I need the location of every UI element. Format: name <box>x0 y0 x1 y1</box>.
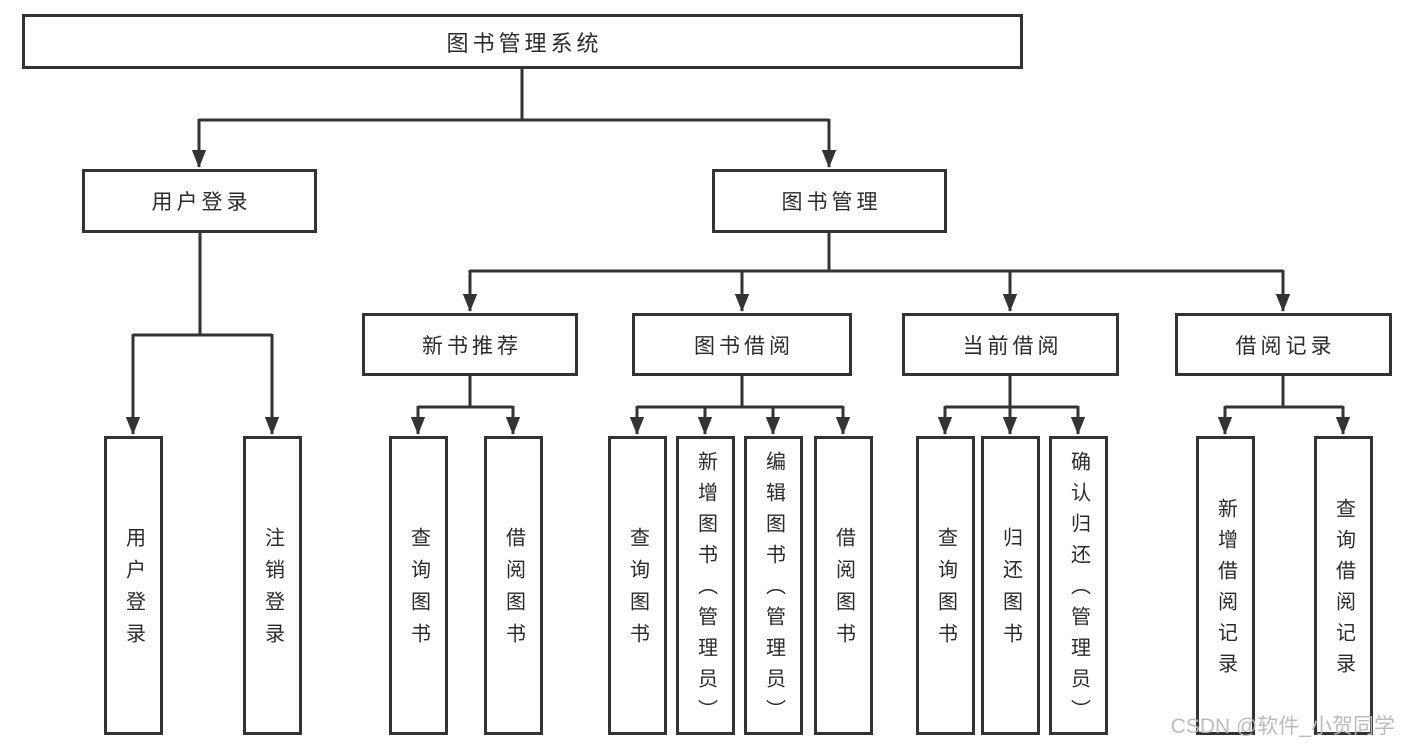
node-book-borrow: 图书借阅 <box>632 313 852 376</box>
leaf-edit-book-admin-label: 编辑图书（管理员） <box>762 451 785 730</box>
leaf-query-book-current-label: 查询图书 <box>934 526 957 655</box>
leaf-borrow-book-label: 借阅图书 <box>832 526 855 655</box>
leaf-borrow-book-recommend: 借阅图书 <box>484 436 543 735</box>
node-root: 图书管理系统 <box>22 14 1023 69</box>
leaf-add-borrow-record-label: 新增借阅记录 <box>1214 497 1237 684</box>
node-book-management-label: 图书管理 <box>781 191 882 214</box>
leaf-query-book-current: 查询图书 <box>916 436 975 735</box>
node-borrow-record: 借阅记录 <box>1175 313 1392 376</box>
leaf-logout-label: 注销登录 <box>261 526 284 655</box>
leaf-query-book-borrow: 查询图书 <box>608 436 667 735</box>
leaf-user-login-label: 用户登录 <box>122 526 145 655</box>
leaf-return-book-label: 归还图书 <box>999 526 1022 655</box>
node-book-borrow-label: 图书借阅 <box>694 334 794 358</box>
node-current-borrow: 当前借阅 <box>902 313 1119 376</box>
leaf-query-borrow-record-label: 查询借阅记录 <box>1332 497 1355 684</box>
leaf-confirm-return-admin: 确认归还（管理员） <box>1049 436 1108 735</box>
leaf-query-book-recommend-label: 查询图书 <box>407 526 430 655</box>
node-current-borrow-label: 当前借阅 <box>962 334 1063 358</box>
leaf-query-borrow-record: 查询借阅记录 <box>1314 436 1373 735</box>
leaf-user-login: 用户登录 <box>104 436 163 735</box>
leaf-borrow-book-recommend-label: 借阅图书 <box>502 526 525 655</box>
leaf-borrow-book: 借阅图书 <box>814 436 873 735</box>
watermark: CSDN @软件_小贺同学 <box>1170 715 1395 738</box>
node-new-book-recommend-label: 新书推荐 <box>422 334 522 358</box>
node-new-book-recommend: 新书推荐 <box>362 313 578 376</box>
leaf-logout: 注销登录 <box>243 436 302 735</box>
leaf-confirm-return-admin-label: 确认归还（管理员） <box>1067 451 1090 730</box>
node-borrow-record-label: 借阅记录 <box>1235 334 1336 358</box>
leaf-add-borrow-record: 新增借阅记录 <box>1196 436 1255 735</box>
node-book-management: 图书管理 <box>712 169 947 233</box>
node-user-login-label: 用户登录 <box>151 191 252 214</box>
leaf-query-book-recommend: 查询图书 <box>389 436 448 735</box>
leaf-query-book-borrow-label: 查询图书 <box>626 526 649 655</box>
node-user-login: 用户登录 <box>82 169 317 233</box>
leaf-edit-book-admin: 编辑图书（管理员） <box>744 436 803 735</box>
leaf-add-book-admin-label: 新增图书（管理员） <box>694 451 717 730</box>
leaf-add-book-admin: 新增图书（管理员） <box>676 436 735 735</box>
leaf-return-book: 归还图书 <box>981 436 1040 735</box>
node-root-label: 图书管理系统 <box>446 30 603 56</box>
